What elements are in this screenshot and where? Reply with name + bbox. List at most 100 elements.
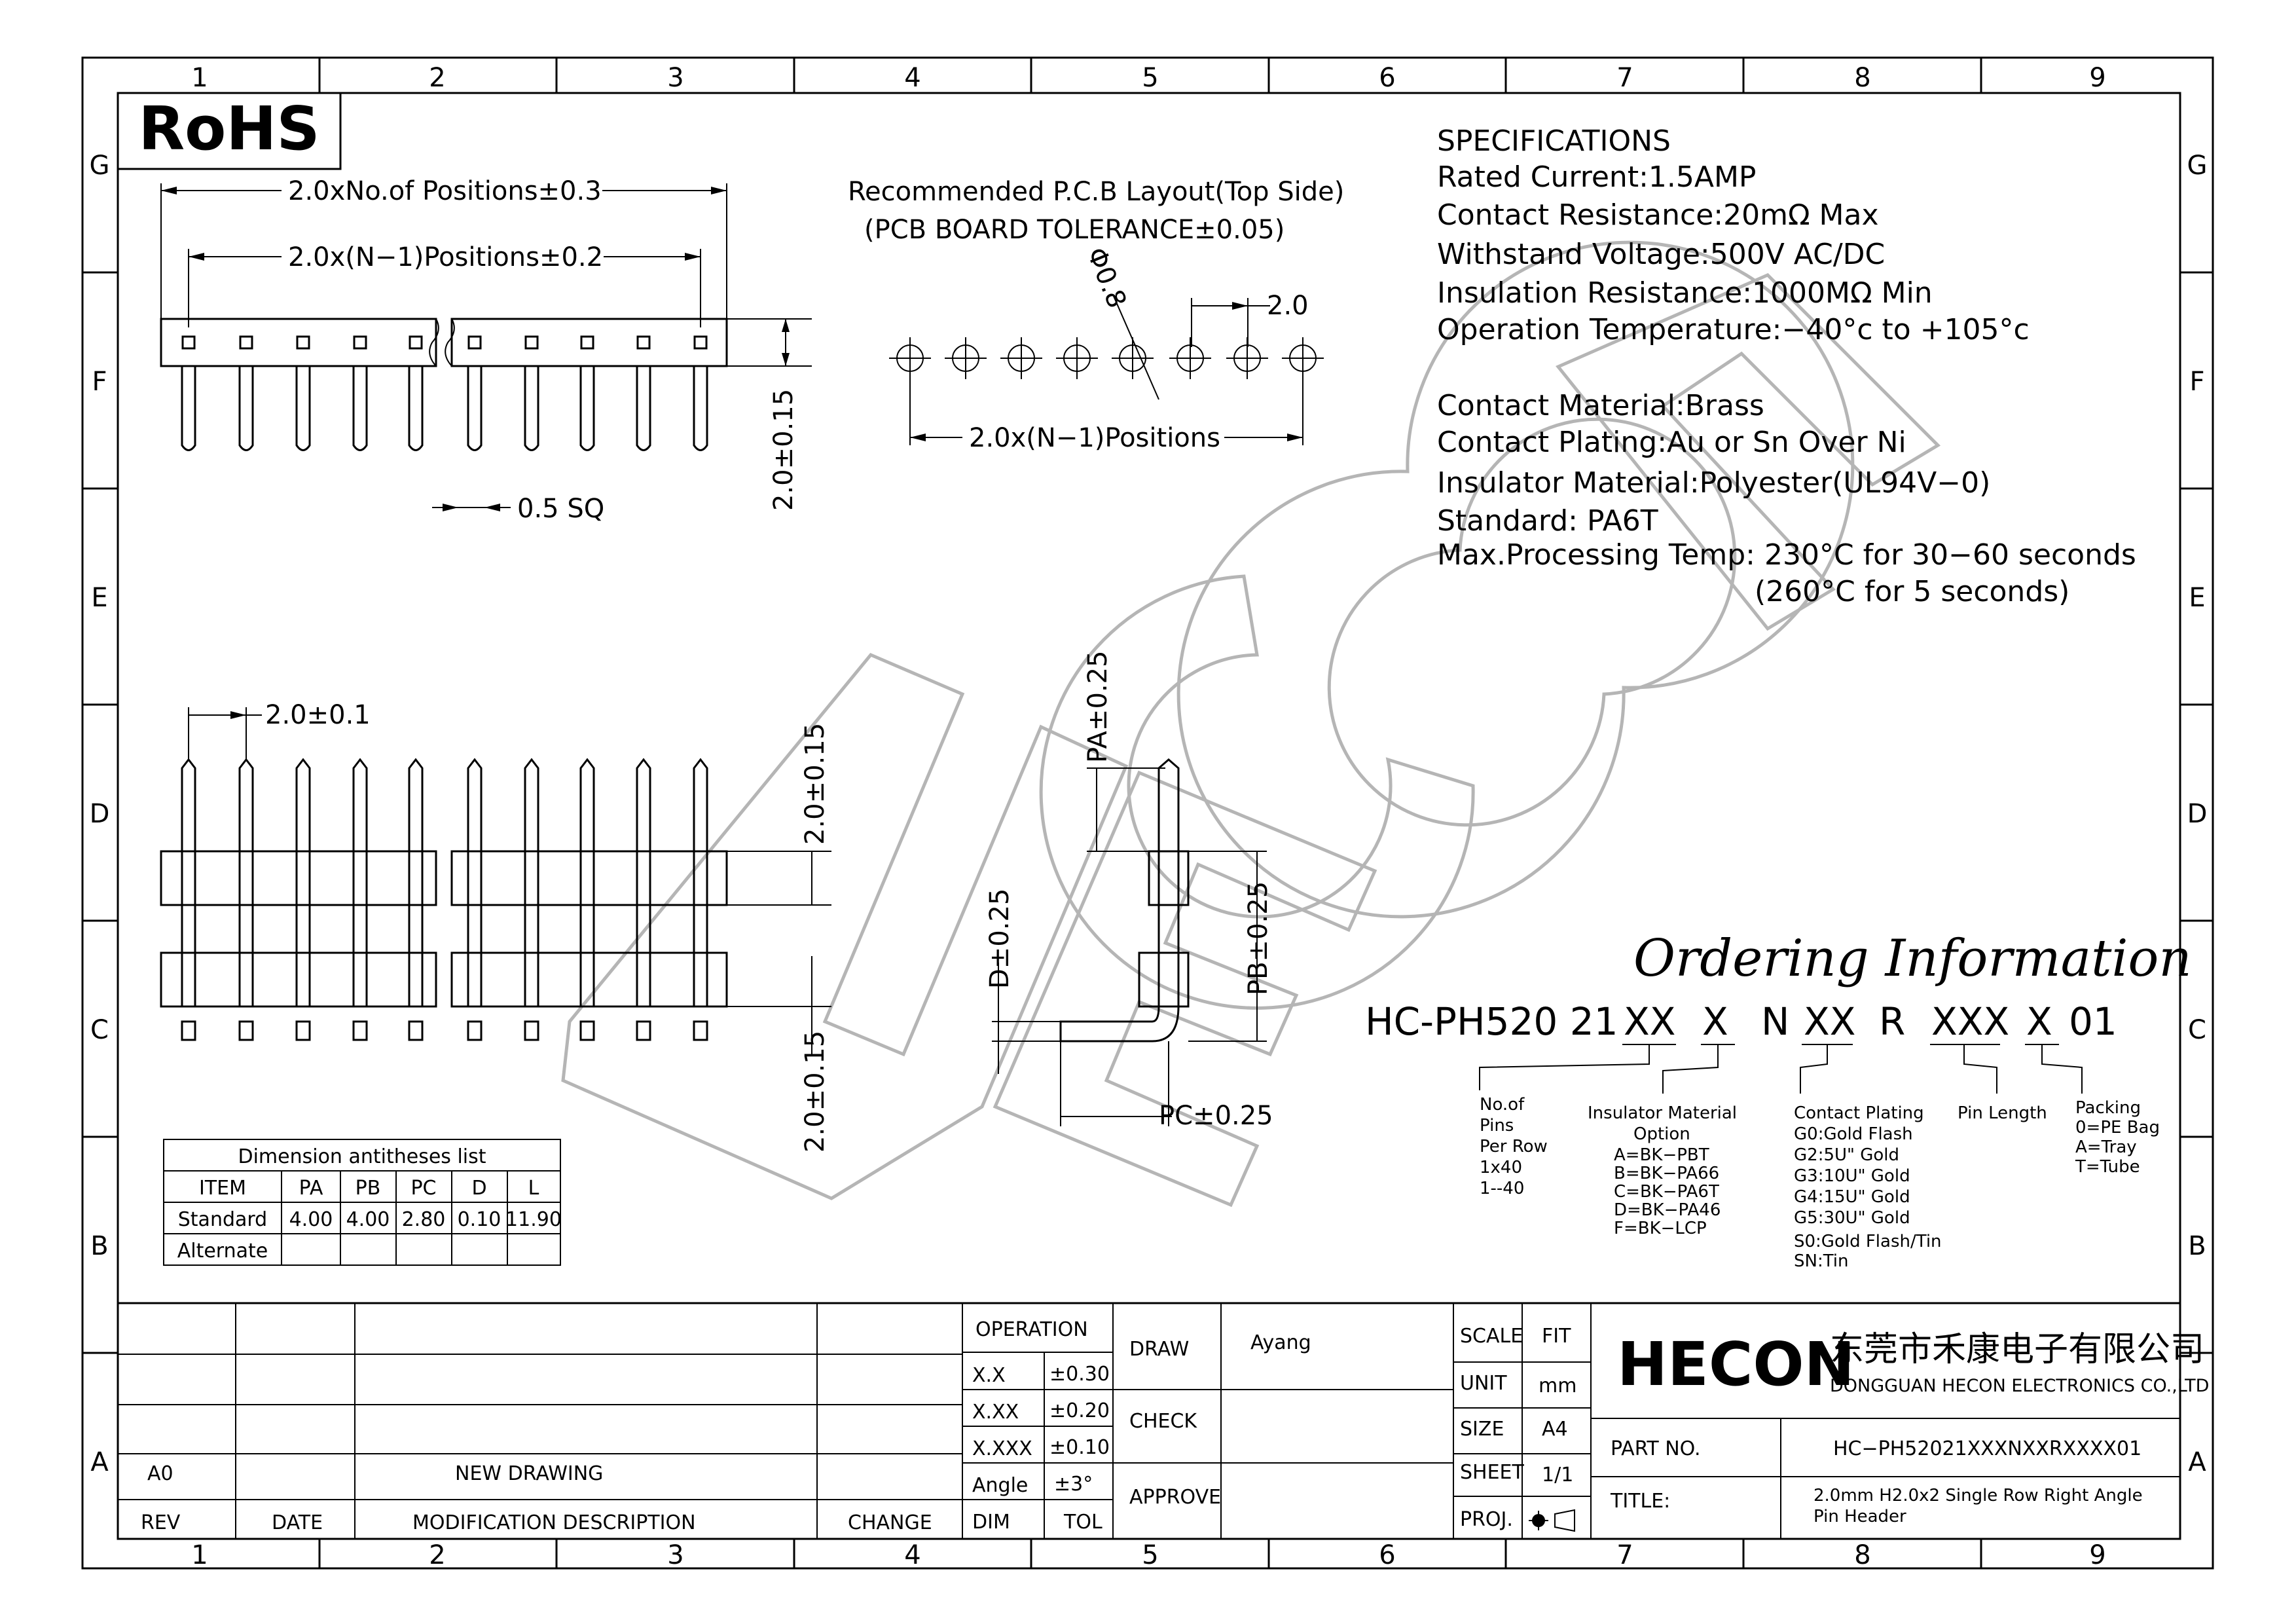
pin-tail (579, 1020, 595, 1041)
row-label: F (2189, 367, 2204, 397)
pcb-pitch: 2.0 (1267, 291, 1309, 321)
rev-value: A0 (147, 1462, 173, 1485)
pin-tail (636, 1020, 651, 1041)
order-plating-option: S0:Gold Flash/Tin (1794, 1232, 1942, 1251)
order-insulator-label: Option (1633, 1124, 1690, 1144)
scale-value: FIT (1542, 1325, 1571, 1348)
row-label: C (90, 1015, 109, 1045)
order-code-r: R (1879, 999, 1905, 1044)
col-label: 7 (1616, 63, 1633, 93)
desc-header: MODIFICATION DESCRIPTION (412, 1511, 696, 1534)
unit-label: UNIT (1460, 1372, 1507, 1395)
title-block: A0 NEW DRAWING REV DATE MODIFICATION DES… (118, 1302, 2209, 1539)
pin (408, 758, 424, 1006)
pin-square (636, 335, 651, 350)
tol-value: ±0.10 (1049, 1436, 1110, 1459)
pin-square (693, 335, 708, 350)
col-label: 6 (1379, 1540, 1395, 1570)
dim-pa: PA±0.25 (1083, 650, 1113, 763)
order-plating-option: G5:30U" Gold (1794, 1208, 1910, 1228)
title-line: 2.0mm H2.0x2 Single Row Right Angle (1813, 1486, 2143, 1505)
drawer-name: Ayang (1250, 1331, 1311, 1354)
dim-label: DIM (972, 1511, 1010, 1534)
dim-pc: PC±0.25 (1159, 1101, 1273, 1131)
col-label: 1 (191, 63, 208, 93)
dim-table-header: ITEM (199, 1177, 246, 1200)
pin (238, 758, 254, 1006)
dim-table-cell: 2.80 (402, 1208, 446, 1231)
outer-border (81, 56, 2214, 1570)
order-plating-option: SN:Tin (1794, 1251, 1849, 1271)
order-pins-label: 1--40 (1480, 1179, 1524, 1198)
dim-bottom: 2.0±0.15 (800, 1031, 830, 1153)
pin (408, 366, 424, 451)
ordering-info: Ordering Information HC-PH520 21 XX X N … (1365, 929, 2192, 1271)
order-pins-label: No.of (1480, 1095, 1525, 1115)
dim-table-cell: 0.10 (458, 1208, 501, 1231)
order-insulator-label: Insulator Material (1588, 1103, 1737, 1123)
row-labels-left: G F E D C B A (90, 151, 110, 1477)
order-code-length: XXX (1931, 999, 2009, 1044)
pin (352, 758, 368, 1006)
pin (238, 366, 254, 451)
spec-heading: SPECIFICATIONS (1437, 124, 1671, 158)
pin-square (296, 335, 310, 350)
col-label: 4 (904, 1540, 920, 1570)
order-code-n: N (1761, 999, 1789, 1044)
dim-total-length: 2.0xNo.of Positions±0.3 (288, 176, 602, 206)
pin-tail (467, 1020, 483, 1041)
spec-line: Contact Resistance:20mΩ Max (1437, 198, 1879, 232)
top-view: 2.0xNo.of Positions±0.3 2.0x(N−1)Positio… (160, 174, 812, 524)
column-ticks (82, 58, 2213, 1568)
order-code-packing: X (2026, 999, 2052, 1044)
check-label: CHECK (1129, 1410, 1197, 1433)
order-code-prefix: HC-PH520 21 (1365, 999, 1618, 1044)
pin (181, 366, 196, 451)
spec-line: Insulation Resistance:1000MΩ Min (1437, 276, 1933, 310)
dim-table-title: Dimension antitheses list (238, 1145, 486, 1168)
tol-label: Angle (972, 1474, 1028, 1497)
pin (579, 758, 595, 1006)
spec-line: Insulator Material:Polyester(UL94V−0) (1437, 466, 1990, 500)
tol-label: X.XX (972, 1401, 1019, 1424)
order-pins-label: 1x40 (1480, 1158, 1522, 1177)
spec-line: Withstand Voltage:500V AC/DC (1437, 238, 1885, 271)
col-label: 1 (191, 1540, 208, 1570)
dim-row-pitch: 2.0±0.15 (800, 723, 830, 845)
pin (295, 758, 311, 1006)
pin (579, 366, 595, 451)
pcb-tolerance: (PCB BOARD TOLERANCE±0.05) (864, 215, 1285, 245)
order-insulator-option: F=BK−LCP (1614, 1219, 1707, 1238)
order-packing-option: A=Tray (2075, 1137, 2137, 1157)
title-line: Pin Header (1813, 1507, 1906, 1526)
pin-tail (181, 1020, 196, 1041)
specifications: SPECIFICATIONS Rated Current:1.5AMP Cont… (1437, 124, 2136, 608)
col-label: 4 (904, 63, 920, 93)
pin (467, 758, 483, 1006)
company-logo: HECON (1617, 1329, 1855, 1399)
pcb-span: 2.0x(N−1)Positions (969, 423, 1220, 453)
col-label: 8 (1854, 63, 1870, 93)
tol-value: ±0.30 (1049, 1363, 1110, 1386)
row-label: A (90, 1447, 109, 1477)
front-view: 2.0±0.1 2.0±0.15 2.0±0.15 (160, 700, 831, 1153)
dim-table-header: PA (299, 1177, 323, 1200)
dim-d: D±0.25 (985, 889, 1015, 989)
order-code-insulator: X (1702, 999, 1728, 1044)
pin (636, 758, 651, 1006)
col-label: 3 (667, 63, 683, 93)
pin-tail (408, 1020, 424, 1041)
row-label: D (90, 799, 110, 829)
size-label: SIZE (1460, 1418, 1504, 1441)
pin (467, 366, 483, 451)
order-packing-label: Packing (2075, 1098, 2141, 1118)
order-insulator-option: D=BK−PA46 (1614, 1200, 1721, 1220)
order-code-plating: XX (1804, 999, 1855, 1044)
order-packing-option: 0=PE Bag (2075, 1118, 2160, 1137)
order-packing-option: T=Tube (2075, 1157, 2140, 1177)
pcb-hole-size: Φ0.8 (1081, 244, 1132, 312)
side-view: PA±0.25 PB±0.25 D±0.25 PC±0.25 (985, 650, 1273, 1131)
order-pins-label: Per Row (1480, 1137, 1548, 1156)
dim-table-cell: 11.90 (505, 1208, 562, 1231)
